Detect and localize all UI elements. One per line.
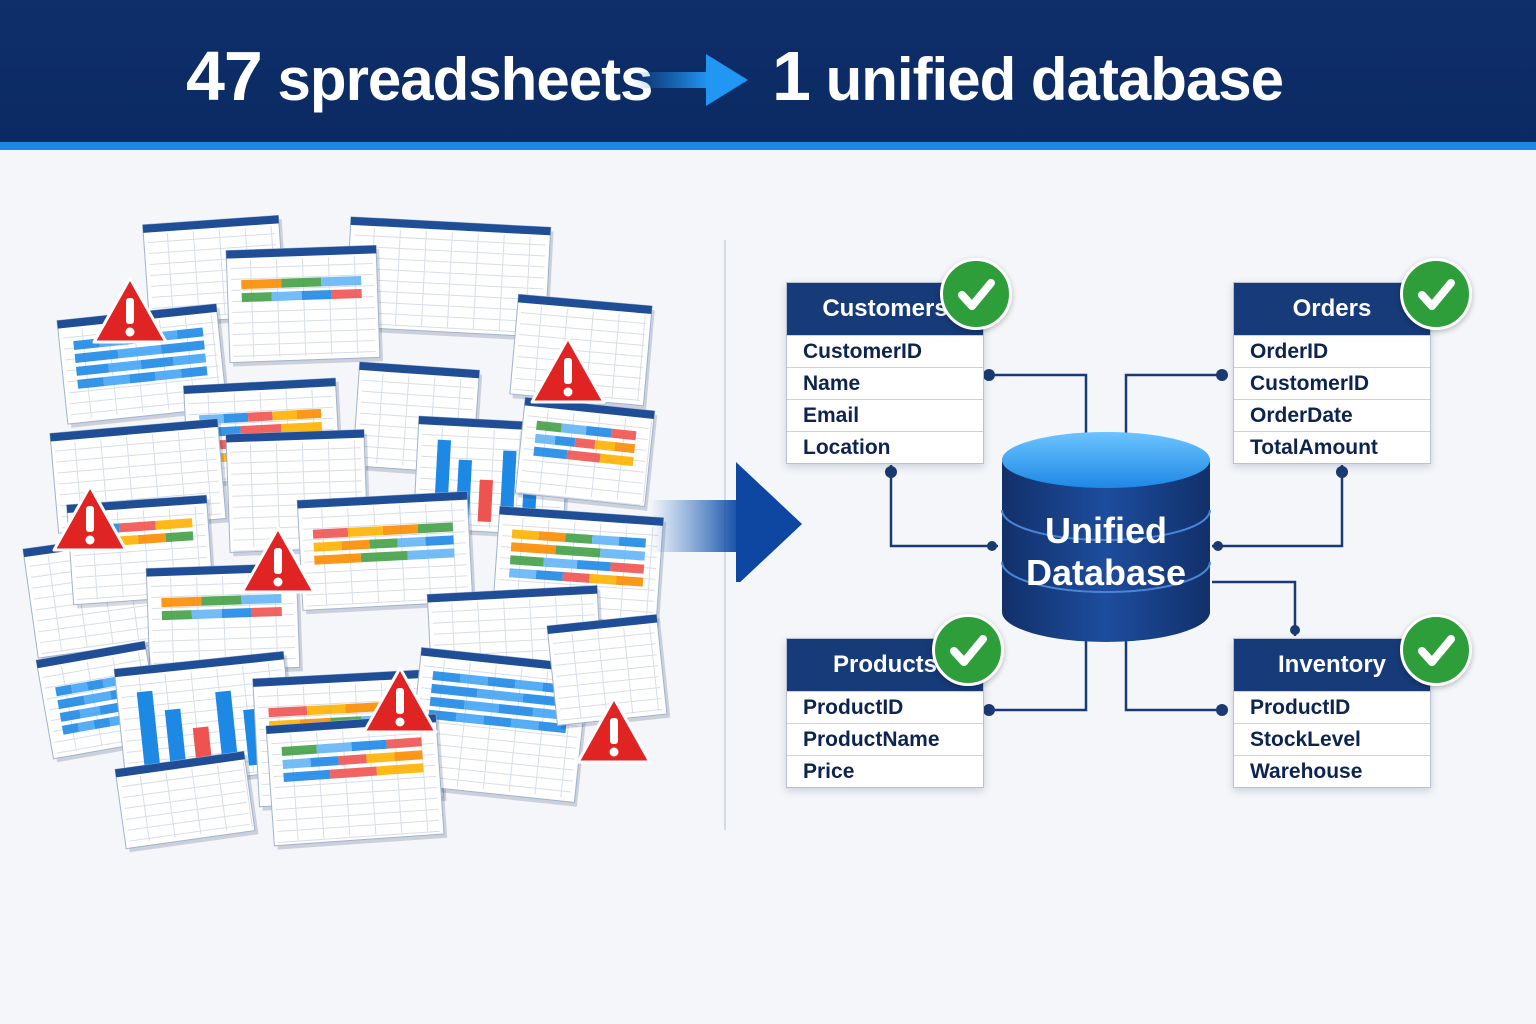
warning-triangle-icon xyxy=(576,696,652,764)
field-row: StockLevel xyxy=(1234,723,1430,755)
field-row: Location xyxy=(787,431,983,463)
field-row: Name xyxy=(787,367,983,399)
field-row: Price xyxy=(787,755,983,787)
headline-left-text: spreadsheets xyxy=(277,46,654,113)
field-row: ProductID xyxy=(787,691,983,723)
check-circle-icon xyxy=(1400,614,1472,686)
database-label: Unified Database xyxy=(998,510,1214,594)
database-label-line1: Unified xyxy=(1045,510,1167,551)
warning-triangle-icon xyxy=(92,276,168,344)
spreadsheet-thumbnail xyxy=(514,396,658,511)
spreadsheet-pile xyxy=(22,214,671,853)
field-row: CustomerID xyxy=(1234,367,1430,399)
headline-left: 47 spreadsheets xyxy=(186,36,654,116)
field-row: Email xyxy=(787,399,983,431)
table-orders: Orders OrderID CustomerID OrderDate Tota… xyxy=(1233,282,1431,464)
check-circle-icon xyxy=(940,258,1012,330)
spreadsheet-thumbnail xyxy=(225,244,384,367)
headline-right-text: unified database xyxy=(825,46,1284,113)
title-banner xyxy=(0,0,1536,142)
warning-triangle-icon xyxy=(52,484,128,552)
field-row: ProductID xyxy=(1234,691,1430,723)
field-row: CustomerID xyxy=(787,335,983,367)
table-inventory: Inventory ProductID StockLevel Warehouse xyxy=(1233,638,1431,788)
check-circle-icon xyxy=(1400,258,1472,330)
spreadsheet-thumbnail xyxy=(114,750,259,853)
headline-right: 1 unified database xyxy=(772,36,1284,116)
field-row: TotalAmount xyxy=(1234,431,1430,463)
database-cylinder-icon xyxy=(1001,432,1211,642)
spreadsheet-thumbnail xyxy=(344,216,554,342)
table-orders-title: Orders xyxy=(1234,283,1430,335)
field-row: OrderID xyxy=(1234,335,1430,367)
database-label-line2: Database xyxy=(1025,552,1187,593)
warning-triangle-icon xyxy=(240,526,316,594)
spreadsheet-thumbnail xyxy=(296,491,476,615)
banner-accent-line xyxy=(0,142,1536,150)
big-arrow-icon xyxy=(650,462,802,582)
warning-triangle-icon xyxy=(530,336,606,404)
field-row: OrderDate xyxy=(1234,399,1430,431)
field-row: Warehouse xyxy=(1234,755,1430,787)
field-row: ProductName xyxy=(787,723,983,755)
headline-right-number: 1 xyxy=(772,37,811,115)
arrow-right-icon xyxy=(632,54,748,106)
headline-left-number: 47 xyxy=(186,37,263,115)
spreadsheet-thumbnail xyxy=(265,713,448,850)
warning-triangle-icon xyxy=(362,666,438,734)
check-circle-icon xyxy=(932,614,1004,686)
spreadsheet-thumbnail xyxy=(546,613,671,730)
table-inventory-title: Inventory xyxy=(1234,639,1430,691)
